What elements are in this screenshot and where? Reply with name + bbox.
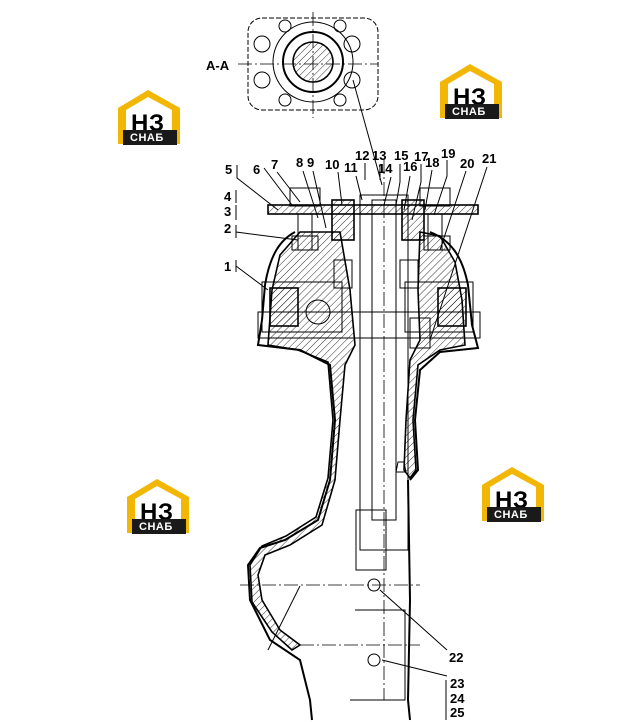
section-label: A-A xyxy=(206,58,230,73)
callout-14: 14 xyxy=(378,161,393,176)
callout-22: 22 xyxy=(449,650,463,665)
knuckle-housing xyxy=(240,160,481,721)
callout-16: 16 xyxy=(403,159,417,174)
callout-20: 20 xyxy=(460,156,474,171)
section-a-a-view xyxy=(238,12,383,186)
callout-10: 10 xyxy=(325,157,339,172)
callout-8: 8 xyxy=(296,155,303,170)
callout-11: 11 xyxy=(344,160,358,175)
callout-4: 4 xyxy=(224,189,232,204)
watermark-logo-mid-right: Н З СНАБ xyxy=(482,467,544,522)
callout-9: 9 xyxy=(307,155,314,170)
watermark-logo-top-right: Н З СНАБ xyxy=(440,64,502,119)
callout-18: 18 xyxy=(425,155,439,170)
callout-24: 24 xyxy=(450,691,465,706)
callout-5: 5 xyxy=(225,162,232,177)
logo-word: СНАБ xyxy=(494,509,528,521)
logo-word: СНАБ xyxy=(139,521,173,533)
callout-12: 12 xyxy=(355,148,369,163)
callout-2: 2 xyxy=(224,221,231,236)
callout-3: 3 xyxy=(224,204,231,219)
callout-13: 13 xyxy=(372,148,386,163)
callout-23: 23 xyxy=(450,676,464,691)
logo-word: СНАБ xyxy=(452,106,486,118)
callout-25: 25 xyxy=(450,705,464,720)
callout-17: 17 xyxy=(414,149,428,164)
callout-7: 7 xyxy=(271,157,278,172)
callout-15: 15 xyxy=(394,148,408,163)
watermark-logo-mid-left: Н З СНАБ xyxy=(127,479,189,534)
leader-lines xyxy=(235,160,488,720)
callout-21: 21 xyxy=(482,151,496,166)
callout-19: 19 xyxy=(441,146,455,161)
callout-labels: 1 2 3 4 5 6 7 8 9 10 11 12 13 14 15 16 1… xyxy=(224,146,496,720)
watermark-logo-top-left: Н З СНАБ xyxy=(118,90,180,145)
callout-1: 1 xyxy=(224,259,231,274)
logo-word: СНАБ xyxy=(130,132,164,144)
callout-6: 6 xyxy=(253,162,260,177)
